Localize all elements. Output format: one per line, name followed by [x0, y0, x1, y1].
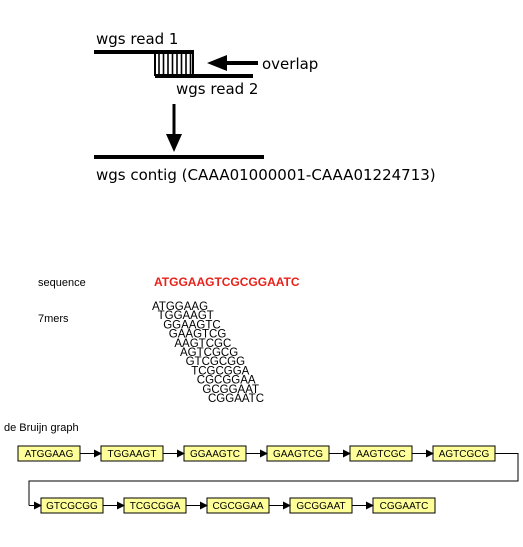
graph-wrap-connector [28, 453, 519, 506]
graph-node-label: TCGCGGA [130, 501, 181, 512]
graph-node-label: GCGGAAT [296, 501, 345, 512]
graph-node-label: GGAAGTC [190, 449, 240, 460]
graph-title: de Bruijn graph [4, 422, 79, 434]
kmer-text: GAAGTCG [169, 329, 227, 341]
read2-label: wgs read 2 [176, 80, 258, 98]
graph-node: AAGTCGC [349, 445, 413, 462]
graph-node-label: ATGGAAG [25, 449, 74, 460]
kmer-text: ATGGAAG [152, 301, 208, 313]
down-arrow-head-icon [166, 134, 182, 152]
graph-node-label: GTCGCGG [46, 501, 98, 512]
graph-node: GGAAGTC [183, 445, 247, 462]
sequence-label: sequence [38, 277, 86, 289]
graph-node-label: GAAGTCG [273, 449, 323, 460]
kmer-text: TCGCGGA [191, 365, 249, 377]
graph-node: CGGAATC [372, 497, 436, 514]
sequence-value: ATGGAAGTCGCGGAATC [154, 275, 300, 289]
kmer-text: AGTCGCG [180, 347, 238, 359]
kmer-text: CGGAATC [208, 393, 264, 405]
kmer-text: GGAAGTC [163, 319, 221, 331]
graph-node-label: AAGTCGC [356, 449, 405, 460]
graph-node: TGGAAGT [100, 445, 164, 462]
kmer-text: AAGTCGC [174, 338, 231, 350]
de-bruijn-graph: de Bruijn graph ATGGAAG TGGAAGT GGAAGTC GAA… [4, 422, 519, 514]
graph-nodes: ATGGAAG TGGAAGT GGAAGTC GAAGTCG AAGTCGC AGTCG… [17, 445, 496, 514]
graph-node: GCGGAAT [289, 497, 353, 514]
graph-node-label: TGGAAGT [108, 449, 157, 460]
kmer-list: ATGGAAGTGGAAGTGGAAGTCGAAGTCGAAGTCGCAGTCG… [152, 301, 264, 405]
read1-label: wgs read 1 [96, 30, 178, 48]
kmer-section: sequence ATGGAAGTCGCGGAATC 7mers ATGGAAG… [38, 275, 300, 405]
graph-node-label: AGTCGCG [439, 449, 490, 460]
overlap-diagram: wgs read 1 overlap wgs read 2 wgs contig… [94, 30, 436, 184]
kmer-text: CGCGGAA [197, 375, 256, 387]
graph-edges [28, 449, 519, 510]
graph-node: AGTCGCG [432, 445, 496, 462]
contig-label: wgs contig (CAAA01000001-CAAA01224713) [96, 166, 436, 184]
graph-node: ATGGAAG [17, 445, 81, 462]
graph-node: TCGCGGA [123, 497, 187, 514]
graph-node-label: CGCGGAA [212, 501, 263, 512]
overlap-hatch [158, 53, 192, 75]
overlap-label: overlap [262, 55, 318, 73]
graph-node: CGCGGAA [206, 497, 270, 514]
kmers-label: 7mers [38, 313, 69, 325]
kmer-text: GTCGCGG [186, 356, 245, 368]
graph-node-label: CGGAATC [380, 501, 429, 512]
overlap-arrow-head-icon [207, 55, 227, 71]
kmer-text: TGGAAGT [158, 310, 214, 322]
kmer-text: GCGGAAT [202, 384, 259, 396]
graph-node: GTCGCGG [40, 497, 104, 514]
graph-node: GAAGTCG [266, 445, 330, 462]
